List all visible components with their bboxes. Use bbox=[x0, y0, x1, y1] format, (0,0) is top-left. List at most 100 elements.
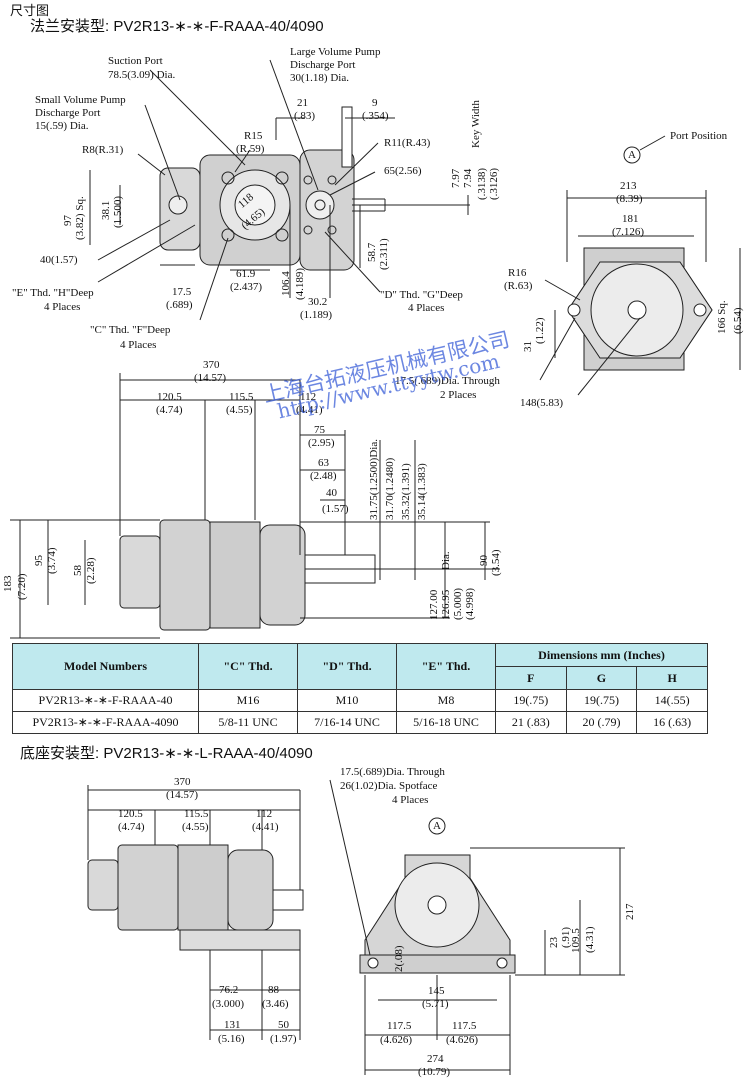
f-dim-1155: 115.5 bbox=[184, 808, 209, 820]
cell-h: 14(.55) bbox=[636, 689, 708, 712]
dim-127d: (4.998) bbox=[464, 587, 476, 620]
dim-r8: R8(R.31) bbox=[82, 144, 124, 156]
dim-1205: 120.5 bbox=[157, 391, 182, 403]
large-pump-label-2: Discharge Port bbox=[290, 59, 356, 71]
cell-model: PV2R13-∗-∗-F-RAAA-4090 bbox=[12, 711, 199, 734]
side-hole-label: 17.5(.689)Dia. Through bbox=[395, 375, 500, 387]
foot-section-title: 底座安装型: PV2R13-∗-∗-L-RAAA-40/4090 bbox=[20, 745, 313, 762]
dim-40eb: (1.57) bbox=[322, 503, 349, 515]
f-dim-370: 370 bbox=[174, 776, 191, 788]
side-view-drawing bbox=[539, 135, 741, 396]
cell-d: 7/16-14 UNC bbox=[297, 711, 397, 734]
col-c-thd: "C" Thd. bbox=[198, 643, 298, 690]
f-port-letter: A bbox=[433, 820, 441, 832]
dim-1205b: (4.74) bbox=[156, 404, 183, 416]
cell-c: 5/8-11 UNC bbox=[198, 711, 298, 734]
f-dim-145b: (5.71) bbox=[422, 998, 449, 1010]
col-f: F bbox=[495, 666, 567, 690]
f-dim-1175bb: (4.626) bbox=[446, 1034, 479, 1046]
small-pump-dim: 15(.59) Dia. bbox=[35, 120, 89, 132]
f-dim-762b: (3.000) bbox=[212, 998, 245, 1010]
dim-181: 181 bbox=[622, 213, 639, 225]
dim-794: 7.94 bbox=[462, 168, 474, 188]
dim-181b: (7.126) bbox=[612, 226, 645, 238]
foot-view-drawing bbox=[87, 785, 304, 1040]
dim-v2: 31.70(1.2480) bbox=[384, 457, 396, 520]
dim-1064: 106.4 bbox=[280, 271, 292, 296]
flange-section-title: 法兰安装型: PV2R13-∗-∗-F-RAAA-40/4090 bbox=[30, 18, 324, 35]
dim-112b: (4.41) bbox=[296, 404, 323, 416]
dim-1155: 115.5 bbox=[229, 391, 254, 403]
d-thread-label: "D" Thd. "G"Deep bbox=[380, 289, 463, 301]
dim-370: 370 bbox=[203, 359, 220, 371]
dim-40e: 40 bbox=[326, 487, 337, 499]
f-dim-112b: (4.41) bbox=[252, 821, 279, 833]
dim-587b: (2.311) bbox=[378, 238, 390, 270]
dim-175: 17.5 bbox=[172, 286, 192, 298]
dim-75b: (2.95) bbox=[308, 437, 335, 449]
dim-r16b: (R.63) bbox=[504, 280, 533, 292]
dim-302b: (1.189) bbox=[300, 309, 333, 321]
cell-model: PV2R13-∗-∗-F-RAAA-40 bbox=[12, 689, 199, 712]
dim-r15: R15 bbox=[244, 130, 263, 142]
f-dim-1175ab: (4.626) bbox=[380, 1034, 413, 1046]
side-hole-places: 2 Places bbox=[440, 389, 477, 401]
suction-port-label: Suction Port bbox=[108, 55, 163, 67]
cell-e: 5/16-18 UNC bbox=[396, 711, 496, 734]
dim-302: 30.2 bbox=[308, 296, 328, 308]
dim-95b: (3.74) bbox=[46, 547, 58, 574]
f-dim-1155b: (4.55) bbox=[182, 821, 209, 833]
dim-127: 127.00 bbox=[428, 589, 440, 620]
col-dimensions: Dimensions mm (Inches) bbox=[495, 643, 708, 667]
large-pump-dim: 30(1.18) Dia. bbox=[290, 72, 349, 84]
col-model: Model Numbers bbox=[12, 643, 199, 690]
cell-c: M16 bbox=[198, 689, 298, 712]
f-dim-145: 145 bbox=[428, 985, 445, 997]
cell-e: M8 bbox=[396, 689, 496, 712]
dim-127b: 126.95 bbox=[440, 589, 452, 620]
dim-1155b: (4.55) bbox=[226, 404, 253, 416]
dim-370b: (14.57) bbox=[194, 372, 227, 384]
dim-97b: (3.82) Sq. bbox=[74, 196, 86, 240]
dim-97: 97 bbox=[62, 215, 74, 226]
col-e-thd: "E" Thd. bbox=[396, 643, 496, 690]
page-title: 尺寸图 bbox=[10, 3, 50, 18]
f-dim-131b: (5.16) bbox=[218, 1033, 245, 1045]
dim-90b: (3.54) bbox=[490, 549, 502, 576]
small-pump-label-2: Discharge Port bbox=[35, 107, 101, 119]
f-dim-1175b: 117.5 bbox=[452, 1020, 477, 1032]
suction-port-dim: 78.5(3.09) Dia. bbox=[108, 69, 176, 81]
table-row: PV2R13-∗-∗-F-RAAA-4090 5/8-11 UNC 7/16-1… bbox=[12, 711, 708, 734]
f-dim-762: 76.2 bbox=[219, 984, 239, 996]
f-dim-23: 23 bbox=[548, 937, 560, 948]
foot-side-drawing bbox=[329, 779, 625, 1075]
dim-112: 112 bbox=[300, 391, 317, 403]
f-hole-label: 17.5(.689)Dia. Through bbox=[340, 766, 445, 778]
cell-f: 19(.75) bbox=[495, 689, 567, 712]
dim-65: 65(2.56) bbox=[384, 165, 422, 177]
c-thread-label: "C" Thd. "F"Deep bbox=[90, 324, 171, 336]
f-dim-88b: (3.46) bbox=[262, 998, 289, 1010]
dim-95: 95 bbox=[33, 555, 45, 566]
f-dim-131: 131 bbox=[224, 1019, 241, 1031]
c-thread-places: 4 Places bbox=[120, 339, 157, 351]
d-thread-places: 4 Places bbox=[408, 302, 445, 314]
table-row: PV2R13-∗-∗-F-RAAA-40 M16 M10 M8 19(.75) … bbox=[12, 689, 708, 712]
dim-9: 9 bbox=[372, 97, 378, 109]
dim-63b: (2.48) bbox=[310, 470, 337, 482]
f-dim-2: 2(.08) bbox=[393, 945, 405, 972]
dim-r15b: (R.59) bbox=[236, 143, 265, 155]
f-dim-1205b: (4.74) bbox=[118, 821, 145, 833]
dim-31b: (1.22) bbox=[534, 317, 546, 344]
dim-r11: R11(R.43) bbox=[384, 137, 431, 149]
e-thread-places: 4 Places bbox=[44, 301, 81, 313]
dim-213: 213 bbox=[620, 180, 637, 192]
f-dim-1095b: (4.31) bbox=[584, 926, 596, 953]
dim-21: 21 bbox=[297, 97, 308, 109]
dim-166: 166 Sq. bbox=[716, 300, 728, 334]
cell-g: 19(.75) bbox=[565, 689, 638, 712]
dim-38: 38.1 bbox=[100, 200, 112, 220]
port-position-label: Port Position bbox=[670, 130, 728, 142]
f-dim-1205: 120.5 bbox=[118, 808, 143, 820]
port-letter: A bbox=[628, 149, 636, 161]
